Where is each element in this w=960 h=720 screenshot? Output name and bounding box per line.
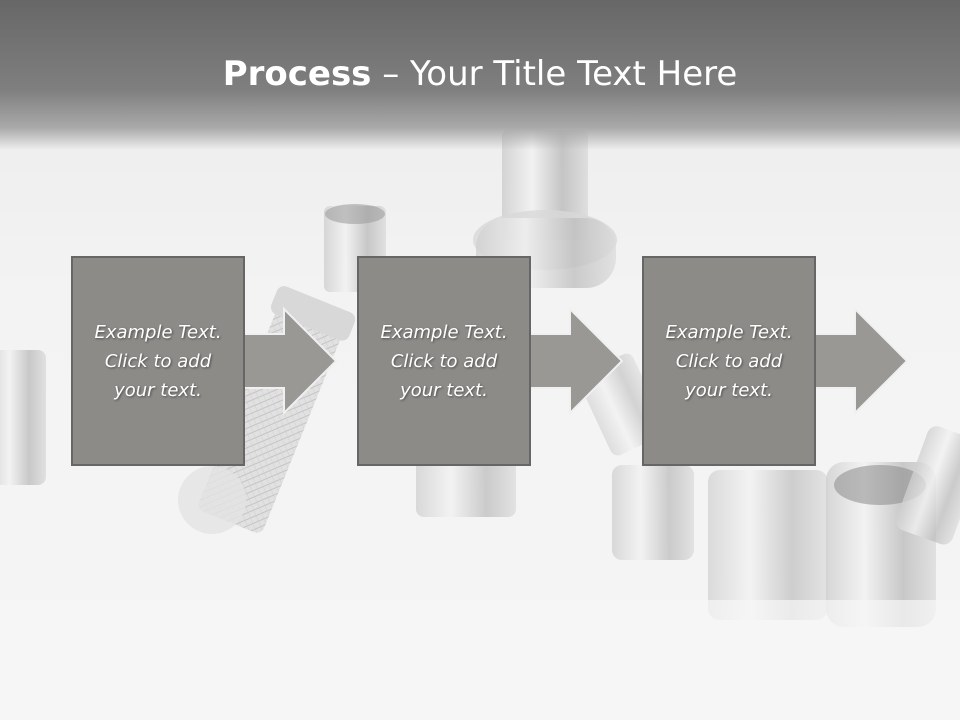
title-bold-text: Process bbox=[222, 54, 372, 94]
process-arrow-1[interactable] bbox=[243, 306, 338, 416]
process-step-3[interactable]: Example Text. Click to add your text. bbox=[643, 257, 815, 465]
process-box-2-shape[interactable] bbox=[357, 256, 531, 466]
process-box-3-shape[interactable] bbox=[642, 256, 816, 466]
process-step-1[interactable]: Example Text. Click to add your text. bbox=[72, 257, 244, 465]
process-box-1-shape[interactable] bbox=[71, 256, 245, 466]
title-rest-text: – Your Title Text Here bbox=[371, 54, 738, 94]
title-band bbox=[0, 0, 960, 150]
slide-title[interactable]: Process – Your Title Text Here bbox=[0, 52, 960, 96]
process-step-2[interactable]: Example Text. Click to add your text. bbox=[358, 257, 530, 465]
process-step-3-text[interactable]: Example Text. Click to add your text. bbox=[665, 321, 793, 401]
process-arrow-2[interactable] bbox=[529, 306, 624, 416]
process-step-1-text[interactable]: Example Text. Click to add your text. bbox=[94, 321, 222, 401]
process-arrow-3[interactable] bbox=[814, 306, 909, 416]
process-step-2-text[interactable]: Example Text. Click to add your text. bbox=[380, 321, 508, 401]
